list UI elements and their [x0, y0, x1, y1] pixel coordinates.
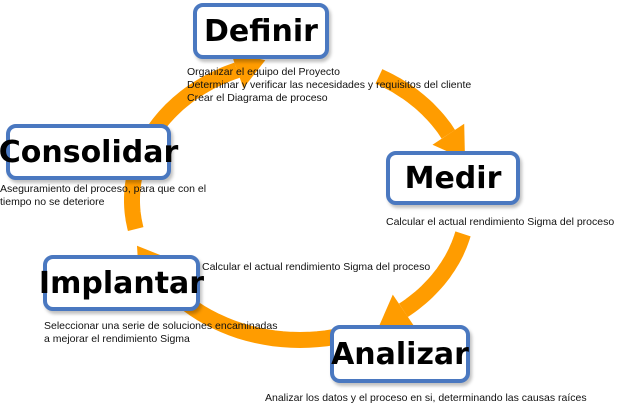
note-definir-line-1: Organizar el equipo del Proyecto — [187, 66, 340, 78]
note-consolidar-line-2: tiempo no se deteriore — [0, 196, 105, 208]
arrow-definir-to-medir-body — [375, 69, 456, 139]
note-definir-line-3: Crear el Diagrama de proceso — [187, 92, 328, 104]
note-analizar: Analizar los datos y el proceso en si, d… — [265, 392, 587, 405]
arrow-consolidar-to-definir-head — [230, 52, 266, 89]
note-definir-line-2: Determinar y verificar las necesidades y… — [187, 79, 472, 91]
note-consolidar: Aseguramiento del proceso, para que con … — [0, 183, 206, 209]
stage-analizar-label: Analizar — [331, 336, 469, 372]
stage-medir: Medir — [386, 151, 520, 205]
note-consolidar-line-1: Aseguramiento del proceso, para que con … — [0, 183, 207, 195]
note-analizar-line-1: Analizar los datos y el proceso en si, d… — [265, 392, 587, 404]
stage-analizar: Analizar — [330, 325, 470, 383]
note-medir-line-1: Calcular el actual rendimiento Sigma del… — [386, 216, 615, 228]
stage-definir: Definir — [193, 3, 329, 59]
note-implantar-line-1: Seleccionar una serie de soluciones enca… — [44, 320, 278, 332]
arrow-consolidar-to-definir-body — [142, 62, 240, 143]
note-implantar-line-2: a mejorar el rendimiento Sigma — [44, 333, 190, 345]
note-center: Calcular el actual rendimiento Sigma del… — [202, 261, 430, 274]
note-implantar: Seleccionar una serie de soluciones enca… — [44, 320, 277, 346]
arrow-medir-to-analizar-head — [378, 294, 415, 328]
note-center-line-1: Calcular el actual rendimiento Sigma del… — [202, 261, 431, 273]
stage-definir-label: Definir — [204, 13, 318, 49]
stage-implantar: Implantar — [39, 255, 204, 311]
arrow-definir-to-medir-head — [432, 123, 465, 160]
arrow-implantar-to-consolidar-body — [124, 168, 144, 232]
note-medir: Calcular el actual rendimiento Sigma del… — [386, 216, 614, 229]
stage-consolidar-label: Consolidar — [0, 134, 179, 170]
note-definir: Organizar el equipo del Proyecto Determi… — [187, 66, 471, 105]
arrow-medir-to-analizar-body — [398, 231, 471, 317]
stage-implantar-label: Implantar — [38, 265, 205, 301]
stage-consolidar: Consolidar — [0, 124, 178, 180]
stage-medir-label: Medir — [404, 160, 502, 196]
